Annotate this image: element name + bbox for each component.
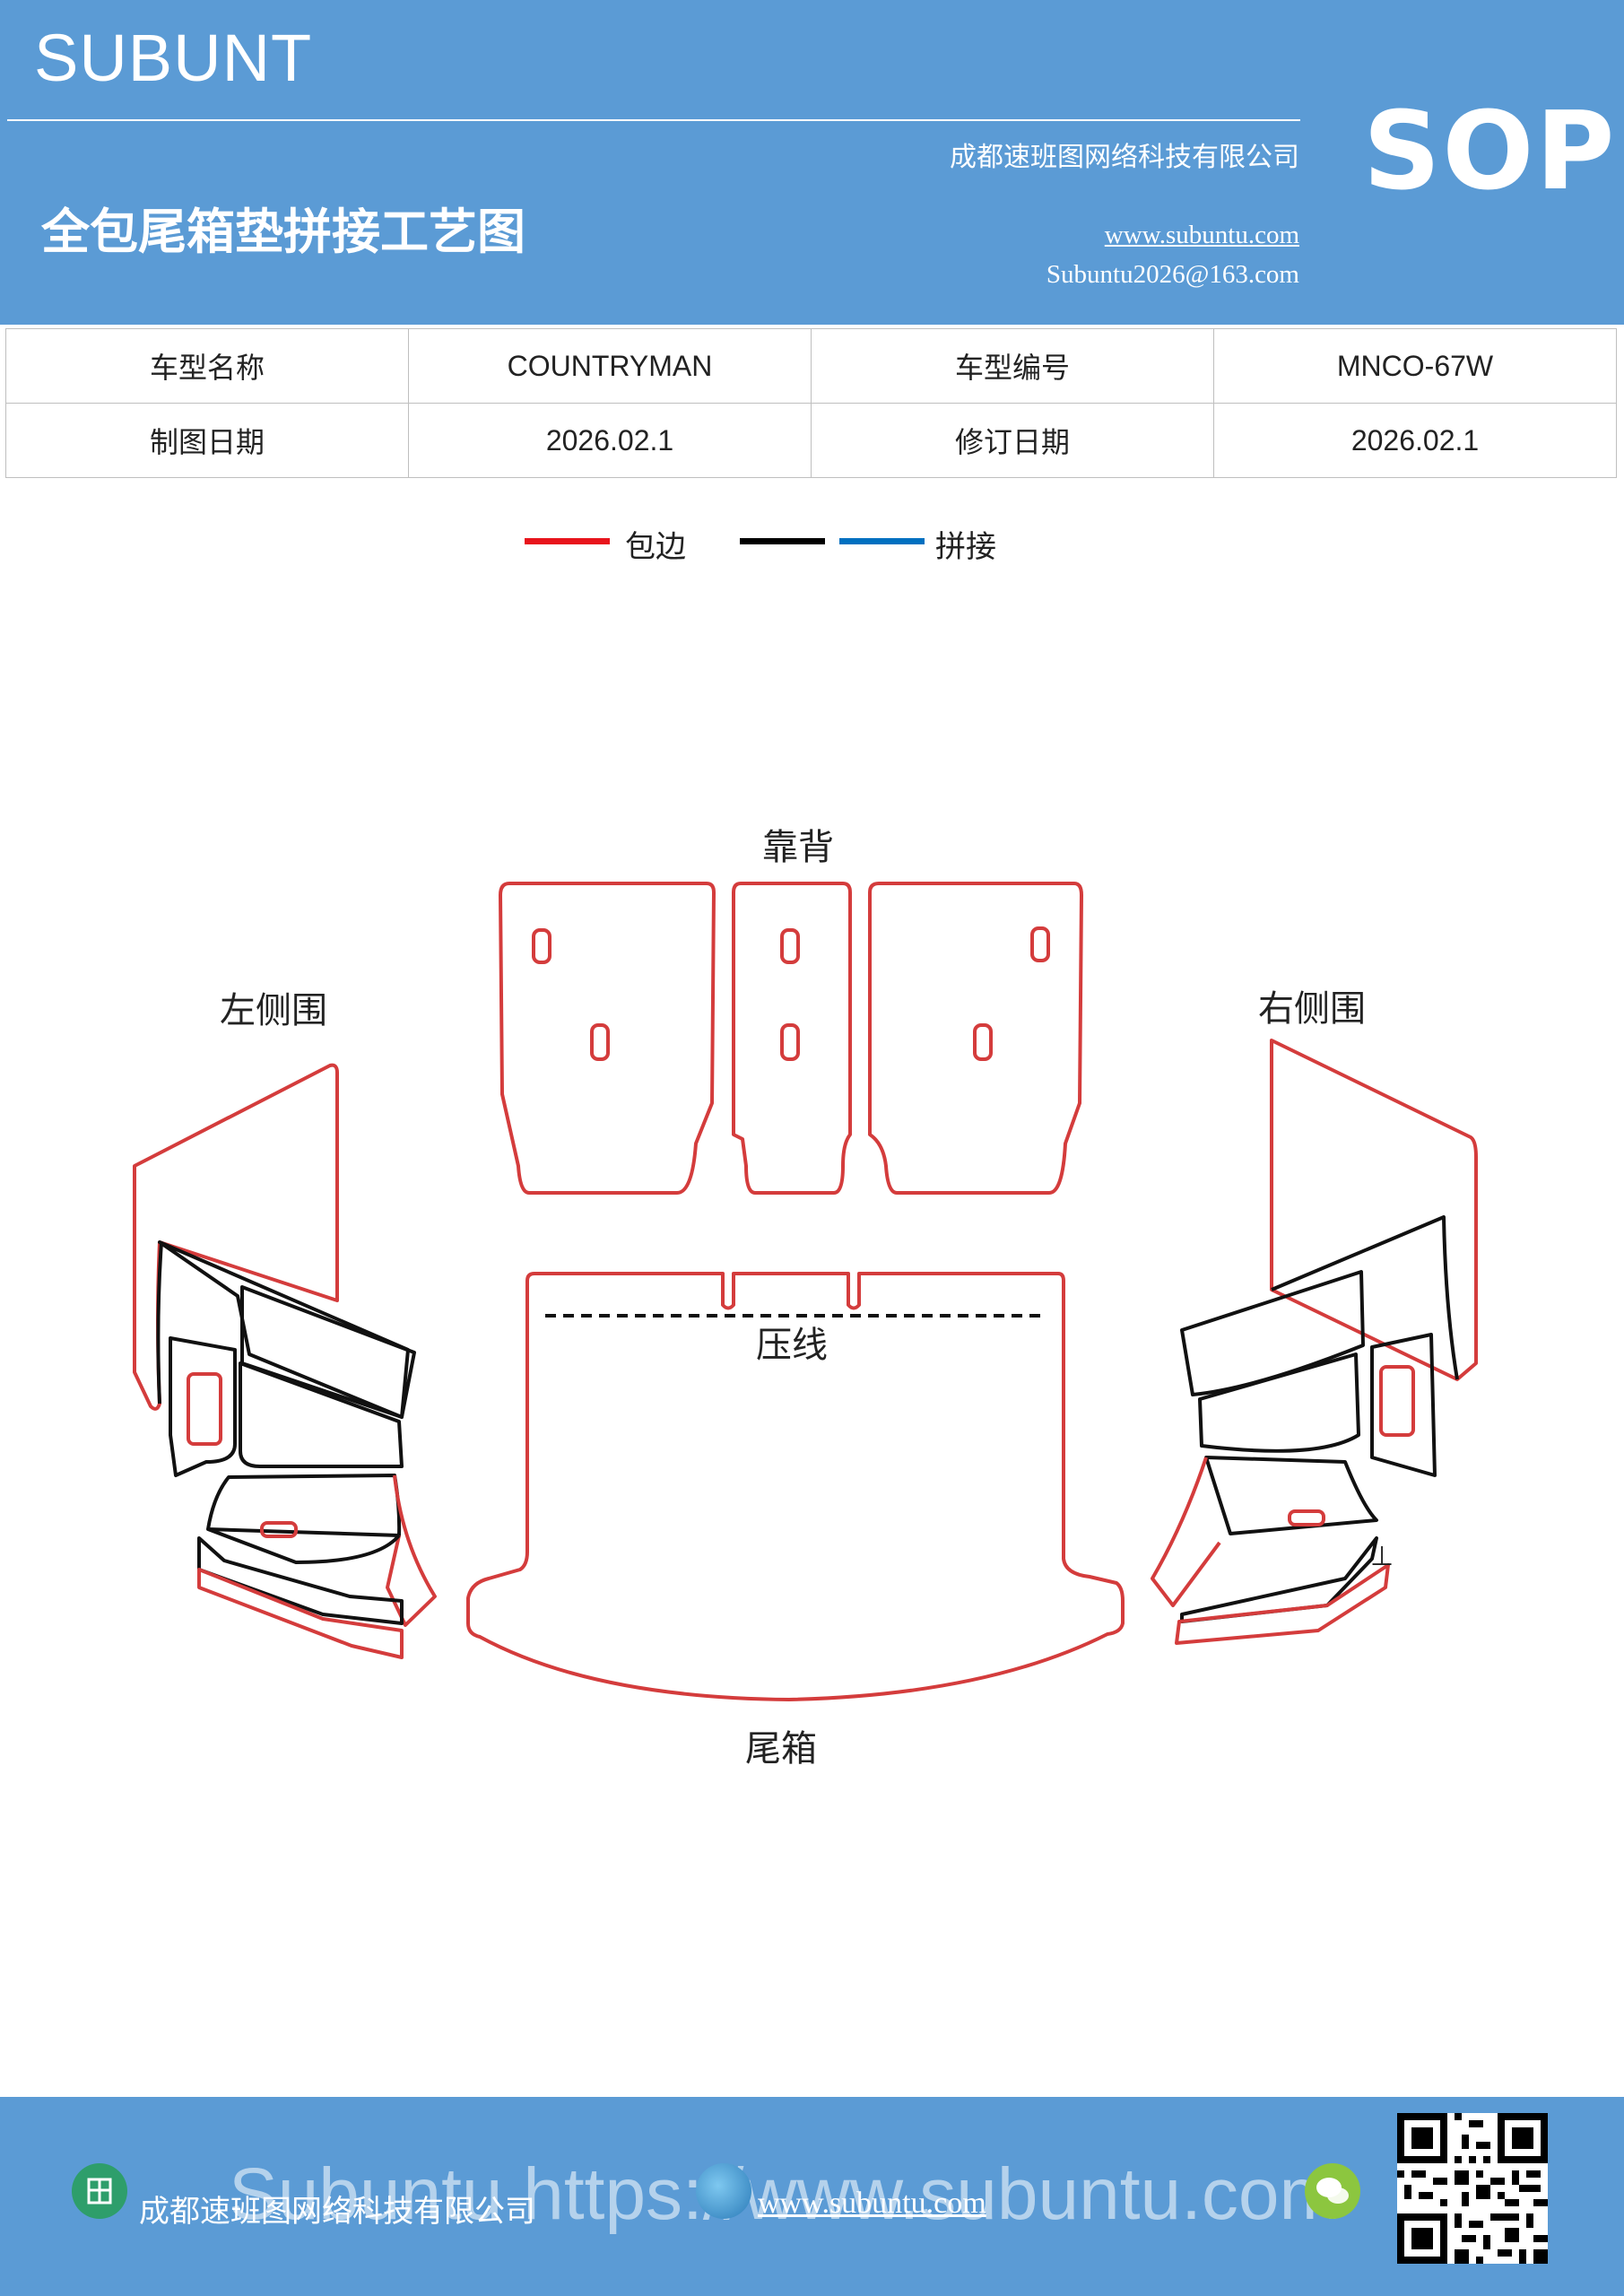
draw-date-label: 制图日期 [5,403,409,478]
header-banner: SUBUNT 全包尾箱垫拼接工艺图 成都速班图网络科技有限公司 www.subu… [0,0,1624,325]
draw-date-value: 2026.02.1 [408,403,812,478]
model-name-label: 车型名称 [5,328,409,404]
globe-icon [696,2163,751,2219]
model-code-value: MNCO-67W [1213,328,1617,404]
legend-splice-line-blue [839,538,925,544]
revise-date-label: 修订日期 [811,403,1214,478]
page-title: 全包尾箱垫拼接工艺图 [41,204,525,260]
footer-website-link[interactable]: www.subuntu.com [758,2187,986,2220]
qr-code [1397,2113,1548,2264]
sop-badge: SOP [1363,90,1617,214]
header-divider [7,119,1300,121]
press-line-label: 压线 [756,1325,828,1366]
model-name-value: COUNTRYMAN [408,328,812,404]
trunk-floor [466,1272,1125,1701]
legend: 包边 拼接 [0,520,1624,574]
legend-splice-line-black [740,538,825,544]
footer-company: 成都速班图网络科技有限公司 [139,2194,535,2230]
left-side-panels [133,1063,437,1659]
info-table: 车型名称 COUNTRYMAN 车型编号 MNCO-67W 制图日期 2026.… [5,328,1617,478]
right-side-panels: ⊥ [1151,1039,1478,1645]
table-row: 车型名称 COUNTRYMAN 车型编号 MNCO-67W [5,328,1617,404]
splice-diagram: 靠背 左侧围 右侧围 压线 尾箱 [133,827,1478,1770]
trunk-label: 尾箱 [745,1728,817,1770]
footer-watermark: Subuntu https://www.subuntu.com [229,2153,1341,2235]
email-address: Subuntu2026@163.com [1046,260,1299,289]
backrest-label: 靠背 [762,827,834,868]
wechat-icon [1305,2163,1360,2219]
website-link[interactable]: www.subuntu.com [1104,221,1299,249]
building-icon [72,2163,127,2219]
right-side-label: 右侧围 [1258,988,1366,1030]
mark-icon: ⊥ [1370,1541,1394,1572]
model-code-label: 车型编号 [811,328,1214,404]
left-side-label: 左侧围 [220,990,327,1031]
backrest-panels [499,882,1083,1195]
table-row: 制图日期 2026.02.1 修订日期 2026.02.1 [5,403,1617,478]
brand-name: SUBUNT [34,21,313,95]
company-name: 成都速班图网络科技有限公司 [950,142,1299,173]
legend-splice-label: 拼接 [935,529,996,565]
legend-edge-line [525,538,610,544]
legend-edge-label: 包边 [625,529,686,565]
footer-banner: Subuntu https://www.subuntu.com 成都速班图网络科… [0,2097,1624,2296]
revise-date-value: 2026.02.1 [1213,403,1617,478]
